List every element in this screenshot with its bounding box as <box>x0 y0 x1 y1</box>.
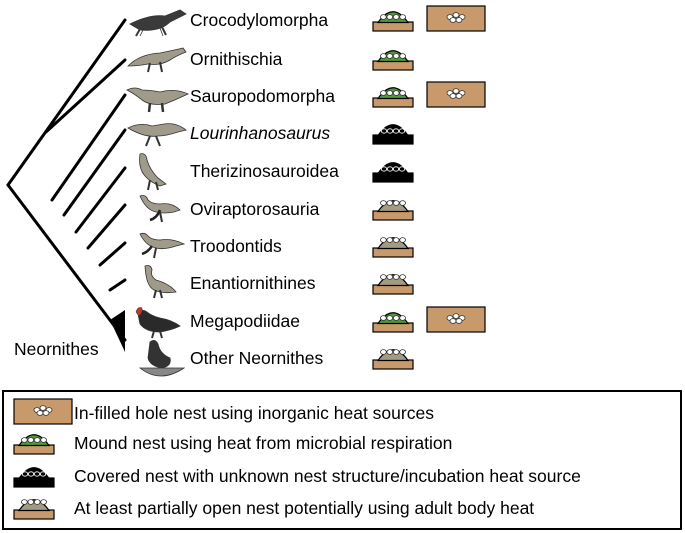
nest-icon-open <box>372 274 414 295</box>
silhouettes <box>126 9 189 377</box>
legend-text-covered: Covered nest with unknown nest structure… <box>74 466 581 486</box>
legend-nest-icon-mound <box>13 434 55 455</box>
nest-icon-hole <box>426 5 486 32</box>
legend-nest-icon-open <box>13 499 55 520</box>
megapode-silhouette <box>135 307 181 339</box>
legend-text-mound: Mound nest using heat from microbial res… <box>74 433 453 453</box>
legend-nest-icon-covered <box>13 467 55 488</box>
tree-branch-enantiornithines <box>108 278 127 292</box>
clade-label-neornithes: Neornithes <box>14 339 99 359</box>
tree-branch-oviraptorosauria <box>86 203 127 250</box>
nest-icon-mound <box>372 87 414 108</box>
troodontid-silhouette <box>139 232 186 259</box>
tree-branch-sauropodomorpha <box>50 93 127 202</box>
crocodile-silhouette <box>129 9 187 37</box>
enantiornithine-silhouette <box>144 265 177 299</box>
taxon-label-enantiornithines: Enantiornithines <box>190 273 316 293</box>
tree-spine-upper <box>6 18 127 187</box>
nest-icon-covered <box>372 124 414 145</box>
taxon-label-megapodiidae: Megapodiidae <box>190 311 300 331</box>
nest-icon-mound <box>372 50 414 71</box>
taxon-label-therizinosauroidea: Therizinosauroidea <box>190 161 339 181</box>
legend-text-hole: In-filled hole nest using inorganic heat… <box>74 403 434 423</box>
taxon-label-lourinhanosaurus: Lourinhanosaurus <box>190 123 331 143</box>
nest-icon-hole <box>426 81 486 108</box>
taxon-nest-icons <box>372 5 486 370</box>
sauropod-silhouette <box>126 87 189 113</box>
nest-icon-hole <box>426 306 486 333</box>
phylogenetic-tree <box>6 18 127 342</box>
taxon-label-crocodylomorpha: Crocodylomorpha <box>190 10 329 30</box>
bird-silhouette <box>138 340 186 377</box>
tree-branch-ornithischia <box>44 58 127 134</box>
tree-branch-troodontids <box>98 241 127 267</box>
taxon-label-other-neornithes: Other Neornithes <box>190 348 324 368</box>
tree-branch-lourinhanosaurus <box>62 128 127 217</box>
tree-spine-lower <box>6 183 127 342</box>
nest-icon-mound <box>372 11 414 32</box>
legend-box <box>2 390 682 530</box>
legend-text-open: At least partially open nest potentially… <box>74 498 535 518</box>
neornithes-crown-wedge <box>110 310 125 352</box>
taxon-label-sauropodomorpha: Sauropodomorpha <box>190 86 335 106</box>
nest-icon-open <box>372 349 414 370</box>
nest-icon-mound <box>372 312 414 333</box>
tree-branch-therizinosauroidea <box>74 166 127 234</box>
taxon-label-oviraptorosauria: Oviraptorosauria <box>190 199 320 219</box>
taxon-label-ornithischia: Ornithischia <box>190 49 283 69</box>
ornithischian-silhouette <box>127 47 187 73</box>
theropod-silhouette <box>127 123 187 147</box>
nest-icon-open <box>372 237 414 258</box>
nest-icon-covered <box>372 162 414 183</box>
therizinosaur-silhouette <box>139 153 167 191</box>
nest-icon-open <box>372 200 414 221</box>
legend-nest-icons <box>13 398 73 520</box>
oviraptorosaur-silhouette <box>139 195 181 223</box>
legend-nest-icon-hole <box>13 398 73 425</box>
taxon-label-troodontids: Troodontids <box>190 236 282 256</box>
